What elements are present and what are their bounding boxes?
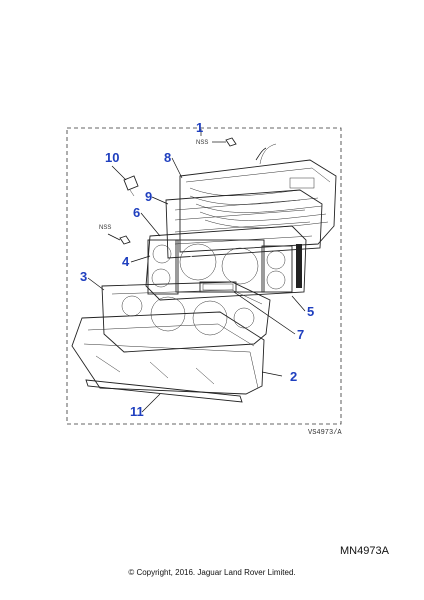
callout-7: 7 (297, 327, 304, 342)
callout-4: 4 (122, 254, 130, 269)
callout-numbers: 1 2 3 4 5 6 7 8 9 10 11 (80, 120, 314, 419)
callout-2: 2 (290, 369, 297, 384)
screw-top (225, 137, 237, 147)
nss-label-top: NSS (196, 140, 208, 146)
leader-lines (87, 129, 306, 413)
callout-9: 9 (145, 189, 152, 204)
copyright-notice: © Copyright, 2016. Jaguar Land Rover Lim… (128, 568, 296, 577)
callout-3: 3 (80, 269, 87, 284)
callout-1: 1 (196, 120, 203, 135)
nss-label-left: NSS (99, 225, 111, 231)
callout-11: 11 (130, 404, 144, 419)
reference-code: VS4973/A (308, 429, 342, 437)
circuit-board (165, 189, 323, 259)
callout-6: 6 (133, 205, 140, 220)
screw-left (119, 235, 131, 245)
diagram-code: MN4973A (340, 545, 389, 557)
callout-5: 5 (307, 304, 314, 319)
callout-8: 8 (164, 150, 171, 165)
glass-lens (71, 311, 265, 395)
assembly-boundary (66, 127, 342, 425)
clip (123, 175, 139, 197)
bezel-mask (101, 281, 271, 353)
trim-strip (85, 379, 243, 403)
callout-10: 10 (105, 150, 119, 165)
gauge-panel (145, 225, 307, 301)
